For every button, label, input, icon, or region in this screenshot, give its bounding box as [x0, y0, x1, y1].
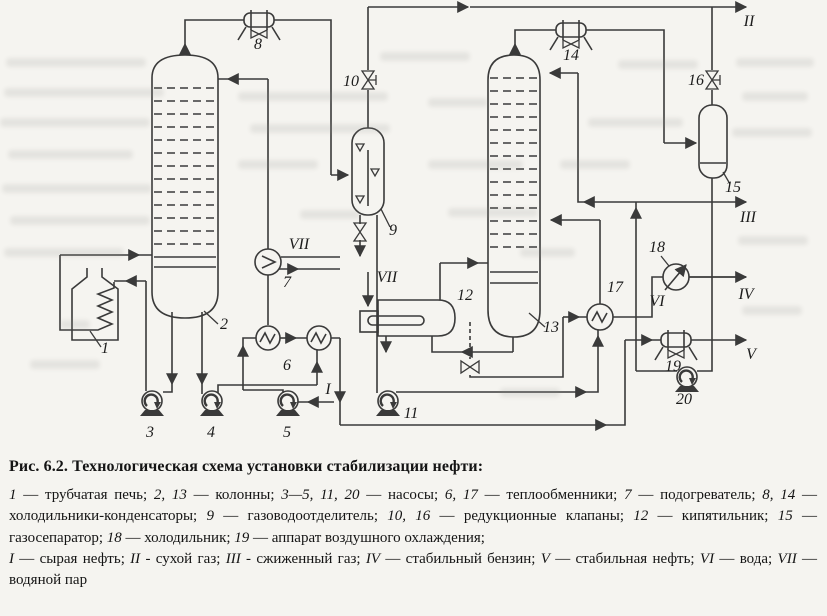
stream-VI-label: VI — [649, 293, 665, 310]
pump-5-label: 5 — [283, 424, 291, 441]
pump-3-label: 3 — [145, 424, 154, 441]
legend-item-text: — насосы; — [359, 487, 445, 503]
legend-item-number: 15 — [777, 508, 793, 525]
drain-valve-9 — [352, 222, 368, 242]
legend-item-text: — подогреватель; — [631, 487, 763, 503]
pump-4-label: 4 — [207, 424, 215, 441]
legend-item-number: II — [130, 550, 141, 567]
valve-10 — [360, 70, 377, 90]
valve-16 — [704, 70, 721, 90]
reboiler-12 — [359, 299, 456, 337]
legend-item-number: III — [225, 550, 241, 567]
condenser-14-label: 14 — [563, 47, 579, 64]
stream-I-label: I — [324, 381, 331, 398]
stream-VII-heater-label: VII — [289, 236, 310, 253]
legend-item-number: 12 — [633, 508, 649, 525]
legend-item-text: — стабильный бензин; — [380, 550, 541, 567]
legend-item-number: VII — [777, 550, 797, 567]
legend-item-number: 18 — [106, 529, 122, 546]
legend-item-number: IV — [365, 550, 381, 567]
pump-4 — [200, 390, 224, 416]
furnace-coil — [95, 282, 115, 331]
pump-11 — [376, 390, 400, 416]
column-2 — [151, 54, 219, 325]
piping-arrows — [60, 1, 748, 431]
pump-5 — [276, 390, 300, 416]
stream-V-label: V — [746, 346, 758, 363]
furnace-1 — [71, 268, 119, 348]
legend-item-number: I — [9, 550, 14, 567]
caption-title: Рис. 6.2. Технологическая схема установк… — [9, 458, 484, 475]
legend-item-number: 10, 16 — [387, 508, 431, 525]
heat-exchanger-6a — [255, 325, 281, 351]
legend-item-text: — теплообменники; — [477, 487, 625, 503]
equipment-legend: 1 — трубчатая печь; 2, 13 — колонны; 3—5… — [9, 487, 818, 546]
cooler-18 — [660, 255, 690, 291]
legend-item-text: — аппарат воздушного охлаждения — [249, 529, 481, 546]
condenser-8 — [237, 10, 281, 41]
pump-20-label: 20 — [676, 391, 692, 408]
legend-item-number: 7 — [624, 487, 632, 503]
legend-item-text: — сырая нефть; — [14, 550, 131, 567]
legend-item-text: — редукционные клапаны; — [430, 508, 634, 525]
legend-item-text: — кипятильник; — [648, 508, 778, 525]
stream-IV-label: IV — [737, 286, 755, 303]
figure-caption: Рис. 6.2. Технологическая схема установк… — [9, 458, 817, 591]
stream-VII-reboiler-label: VII — [377, 269, 398, 286]
legend-item-text: — газоводоотделитель; — [213, 508, 388, 525]
legend-item-text: — вода; — [714, 550, 778, 567]
piping — [59, 6, 746, 426]
legend-item-text: — холодильник; — [121, 529, 235, 546]
stream-III-label: III — [739, 209, 757, 226]
heater-7 — [254, 248, 282, 276]
heat-exchanger-17-label: 17 — [607, 279, 624, 296]
separator-9 — [351, 127, 391, 228]
legend-item-text: — холодильники-конденсаторы; — [9, 487, 818, 525]
legend-item-number: 3—5, 11, 20 — [281, 487, 360, 503]
air-cooler-19-label: 19 — [665, 358, 681, 375]
heat-exchanger-6b — [306, 325, 332, 351]
legend-item-number: 8, 14 — [762, 487, 796, 503]
legend-item-text: — стабильная нефть; — [549, 550, 700, 567]
legend-item-number: 19 — [234, 529, 250, 546]
column-2-label: 2 — [220, 316, 228, 333]
legend-item-text: — газосепаратор; — [9, 508, 818, 546]
gas-separator-15-label: 15 — [725, 179, 741, 196]
heater-7-label: 7 — [283, 274, 292, 291]
legend-item-number: VI — [699, 550, 715, 567]
legend-item-text: - сжиженный газ; — [240, 550, 366, 567]
air-cooler-19 — [654, 330, 698, 361]
pump-3 — [140, 390, 164, 416]
stream-legend: I — сырая нефть; II - сухой газ; III - с… — [9, 549, 817, 592]
pump-11-label: 11 — [404, 405, 419, 422]
legend-item-text: — водяной пар — [9, 550, 817, 589]
legend-item-text: — трубчатая печь; — [16, 487, 154, 503]
legend-item-text: - сухой газ; — [140, 550, 226, 567]
legend-item-number: 1 — [9, 487, 17, 503]
legend-item-number: 2, 13 — [153, 487, 187, 503]
cooler-18-label: 18 — [649, 239, 665, 256]
condenser-14 — [549, 20, 593, 51]
condenser-8-label: 8 — [254, 36, 262, 53]
valve-10-label: 10 — [343, 73, 359, 90]
heat-exchanger-17 — [586, 303, 614, 331]
gas-separator-15 — [698, 104, 731, 185]
column-13-label: 13 — [543, 319, 559, 336]
legend-item-number: 6, 17 — [444, 487, 478, 503]
separator-9-label: 9 — [389, 222, 397, 239]
furnace-1-label: 1 — [101, 340, 109, 357]
valve-16-label: 16 — [688, 72, 704, 89]
column-13 — [487, 54, 546, 338]
product-valve-12 — [460, 359, 480, 375]
legend-item-text: — колонны; — [186, 487, 282, 503]
pump-20 — [675, 366, 699, 392]
legend-item-number: 9 — [206, 508, 214, 525]
stream-II-label: II — [743, 13, 755, 30]
heat-exchanger-6-label: 6 — [283, 357, 291, 374]
legend-item-number: V — [540, 550, 550, 567]
reboiler-12-label: 12 — [457, 287, 473, 304]
